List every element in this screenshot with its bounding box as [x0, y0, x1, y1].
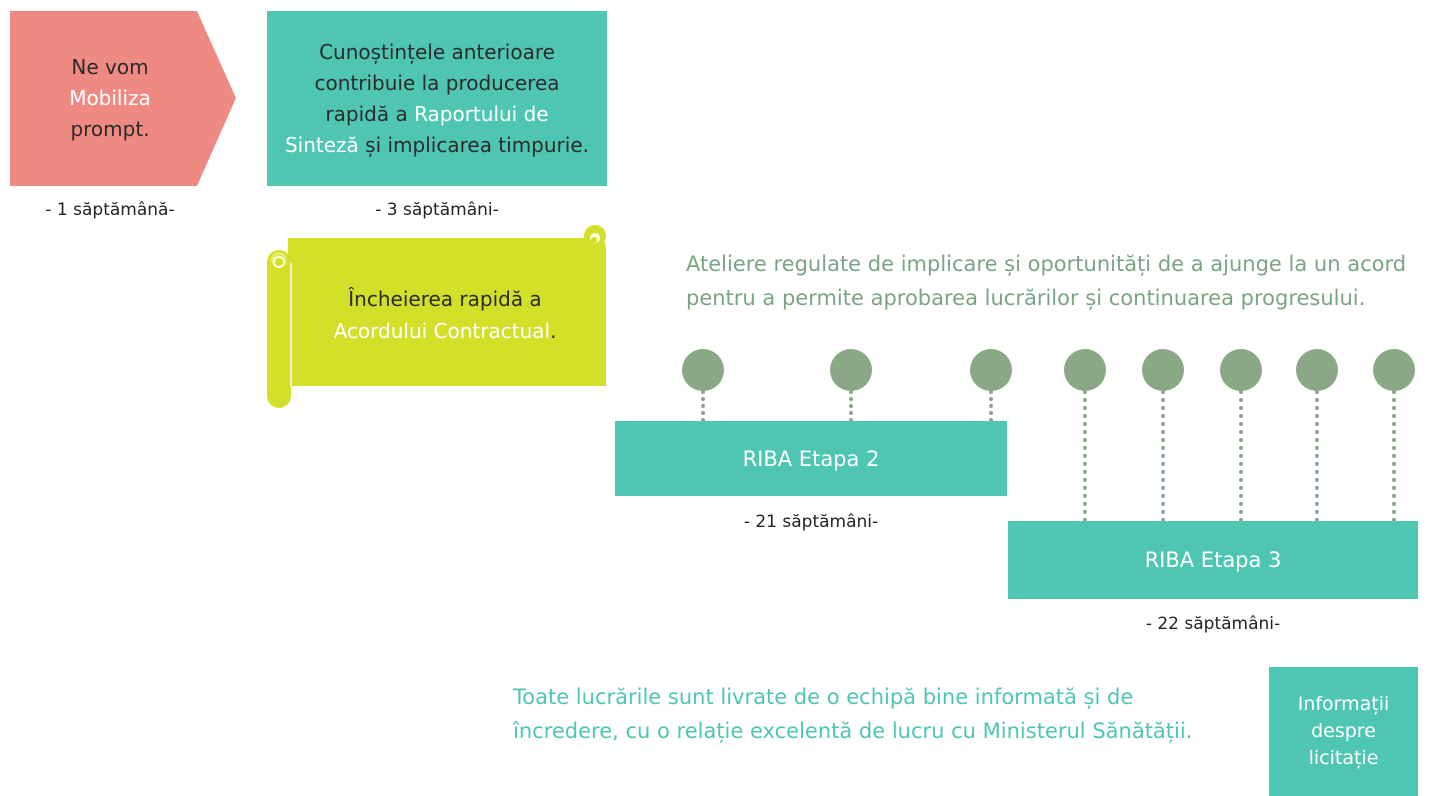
tender-line2: despre — [1311, 720, 1376, 742]
tender-box: Informații despre licitație — [1269, 667, 1418, 796]
contract-end: . — [550, 319, 557, 343]
workshop-dot — [682, 349, 724, 391]
tender-line1: Informații — [1297, 693, 1390, 715]
knowledge-text: Cunoștințele anterioare contribuie la pr… — [267, 11, 607, 186]
workshop-stem — [701, 390, 705, 422]
team-note-line2: încredere, cu o relație excelentă de luc… — [513, 719, 1193, 743]
knowledge-line3-pre: rapidă a — [325, 101, 415, 126]
workshops-note-line1: Ateliere regulate de implicare și oportu… — [686, 252, 1407, 276]
knowledge-line4-highlight: Sinteză — [284, 132, 359, 157]
workshops-note-line2: pentru a permite aprobarea lucrărilor și… — [686, 286, 1366, 310]
contract-text: Încheierea rapidă a Acordului Contractua… — [300, 280, 590, 350]
workshop-dot — [1064, 349, 1106, 391]
knowledge-line1: Cunoștințele anterioare — [319, 39, 555, 64]
tender-line3: licitație — [1308, 747, 1379, 769]
team-note-line1: Toate lucrările sunt livrate de o echipă… — [513, 685, 1134, 709]
knowledge-duration: - 3 săptămâni- — [375, 200, 499, 220]
workshop-dot — [830, 349, 872, 391]
workshop-stem — [1392, 390, 1396, 522]
riba-stage2-box: RIBA Etapa 2 — [615, 421, 1007, 496]
workshop-dot — [1296, 349, 1338, 391]
knowledge-line4: Sinteză și implicarea timpurie. — [285, 130, 589, 161]
workshop-dot — [1373, 349, 1415, 391]
riba-stage3-box: RIBA Etapa 3 — [1008, 521, 1418, 599]
mobilize-arrow-shape — [10, 11, 236, 186]
riba-stage2-duration: - 21 săptămâni- — [743, 512, 879, 532]
knowledge-line3: rapidă a Raportului de — [325, 99, 548, 130]
workshop-dot — [970, 349, 1012, 391]
knowledge-line4-post: și implicarea timpurie. — [358, 132, 589, 157]
contract-line2: Acordului Contractual. — [334, 315, 557, 347]
mobilize-text: Ne vom Mobiliza prompt. — [10, 11, 210, 186]
workshop-stem — [849, 390, 853, 422]
knowledge-box — [267, 11, 607, 186]
contract-line1: Încheierea rapidă a — [348, 287, 542, 311]
knowledge-line2: contribuie la producerea — [314, 70, 560, 95]
knowledge-line3-highlight: Raportului de — [414, 101, 549, 126]
workshop-stem — [1161, 390, 1165, 522]
workshop-stem — [1315, 390, 1319, 522]
mobilize-line3: prompt. — [70, 117, 150, 141]
contract-highlight: Acordului Contractual — [333, 319, 551, 343]
riba-stage3-duration: - 22 săptămâni- — [1145, 614, 1281, 634]
workshop-stem — [989, 390, 993, 422]
mobilize-duration: - 1 săptămână- — [45, 200, 175, 220]
workshop-dot — [1142, 349, 1184, 391]
riba-stage3-label: RIBA Etapa 3 — [1144, 548, 1282, 572]
workshop-stem — [1239, 390, 1243, 522]
mobilize-line1: Ne vom — [71, 55, 149, 79]
workshops-note: Ateliere regulate de implicare și oportu… — [686, 247, 1406, 315]
contract-scroll-shape — [267, 225, 606, 408]
team-note: Toate lucrările sunt livrate de o echipă… — [513, 680, 1192, 748]
riba-stage2-label: RIBA Etapa 2 — [742, 446, 880, 471]
mobilize-highlight: Mobiliza — [69, 86, 151, 110]
workshop-stem — [1083, 390, 1087, 522]
workshop-dot — [1220, 349, 1262, 391]
